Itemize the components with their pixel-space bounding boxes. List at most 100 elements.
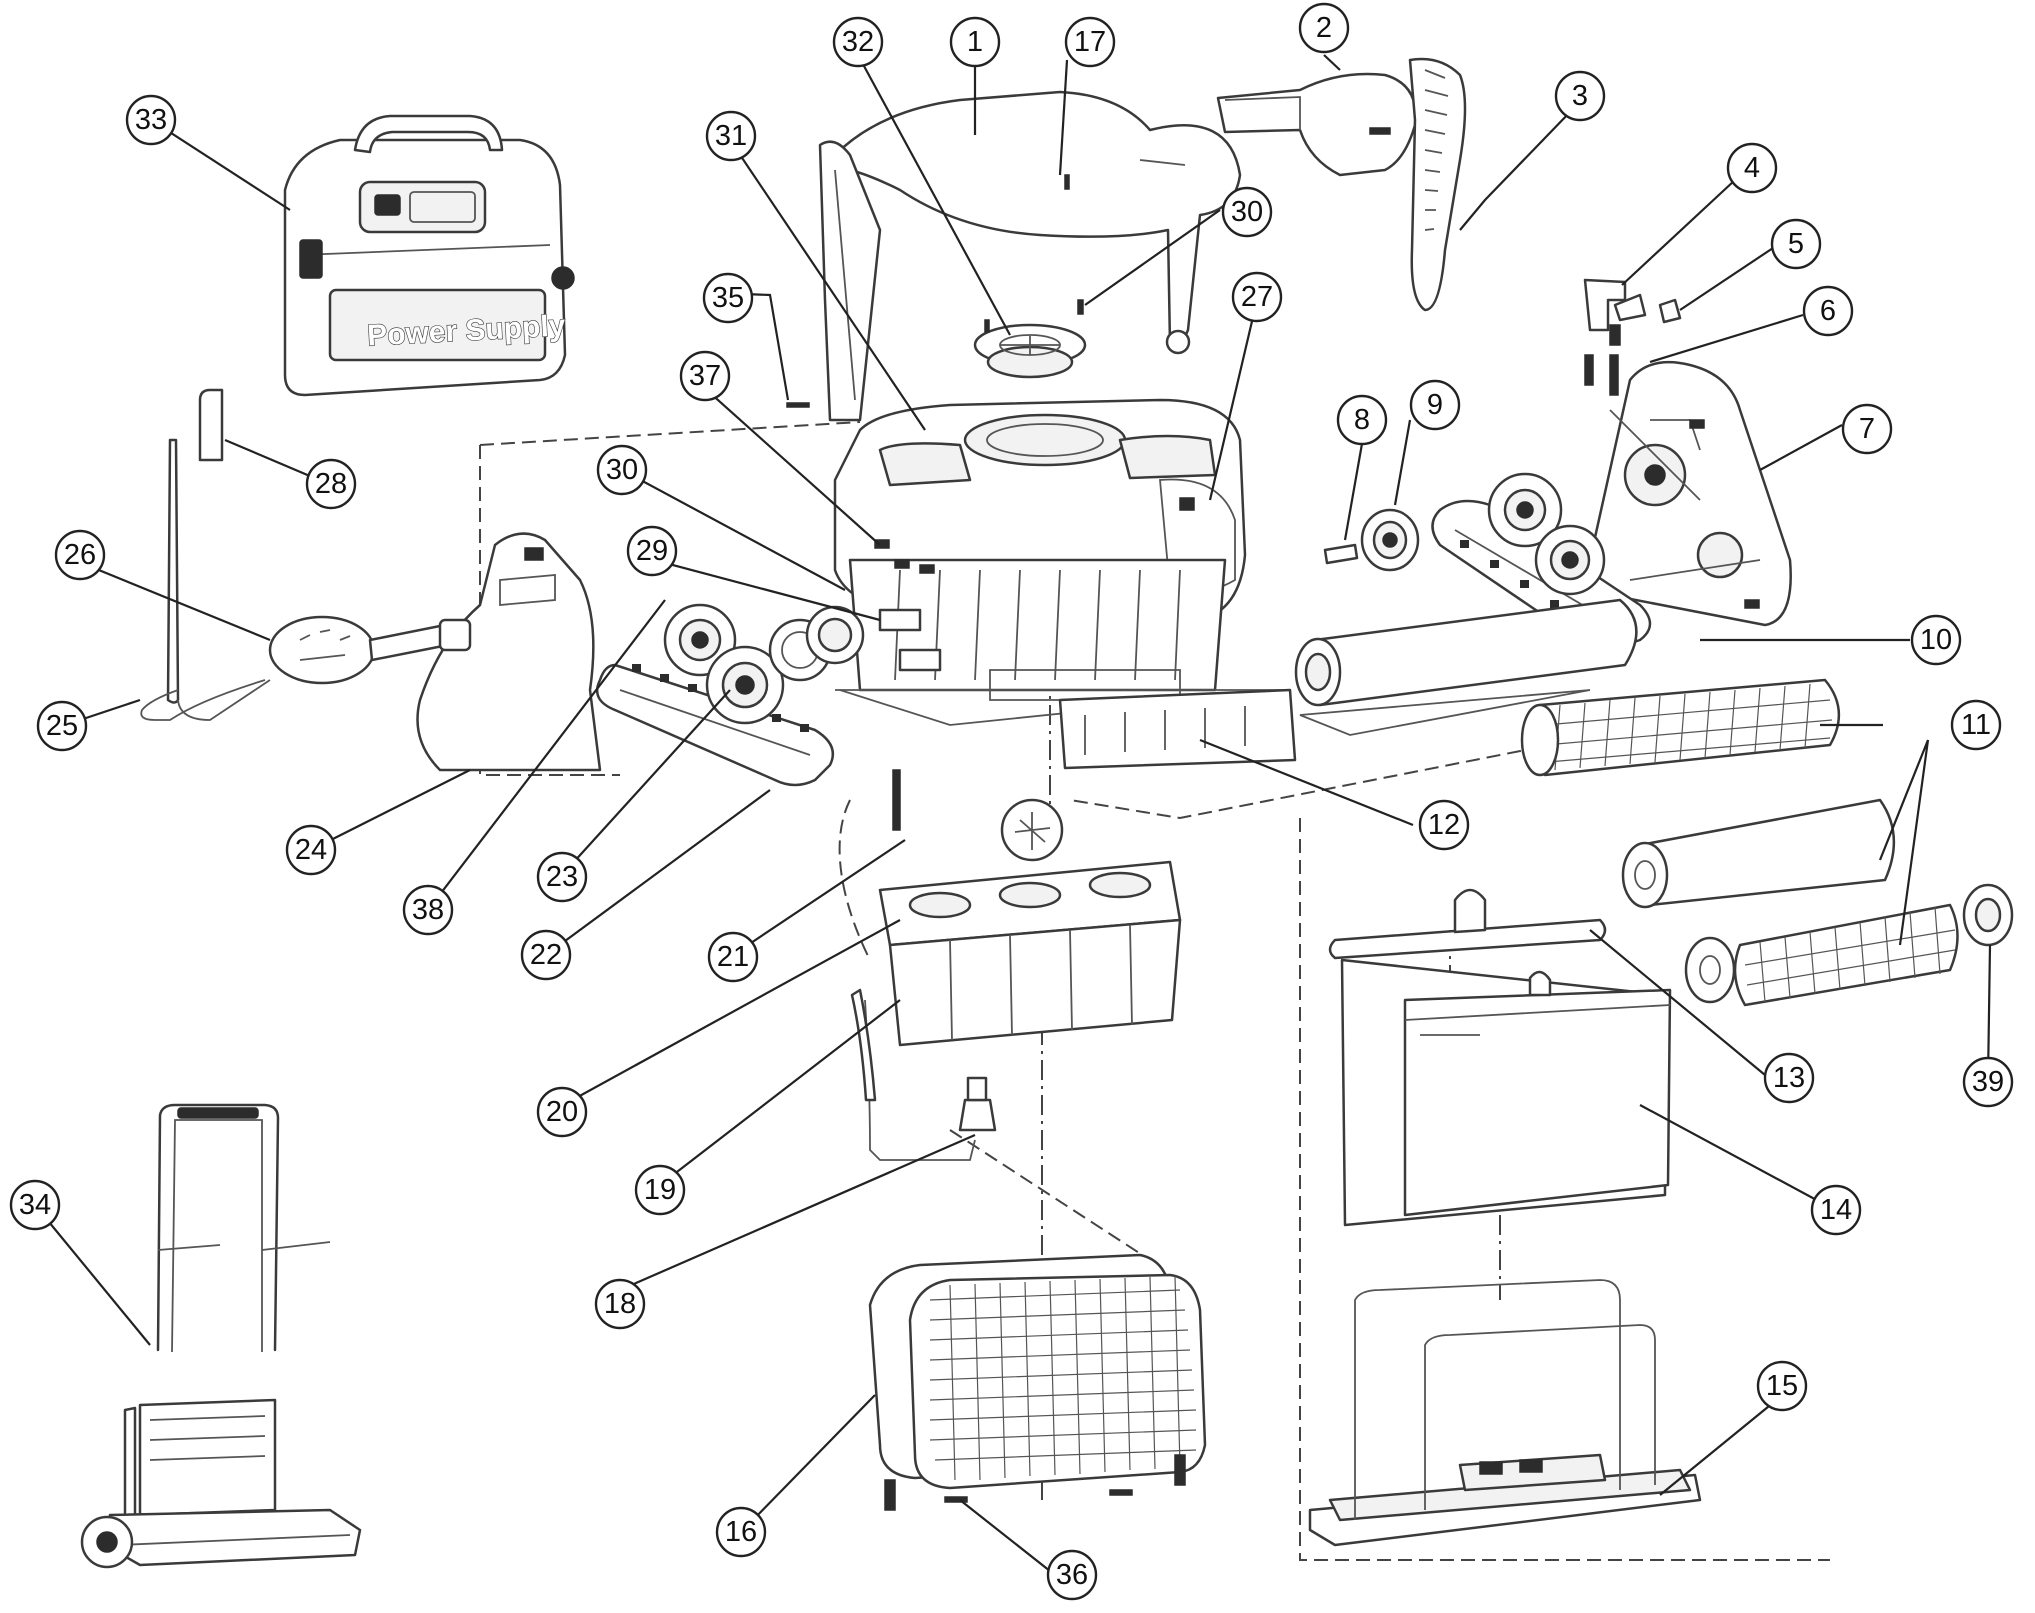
callout-25: 25 — [36, 700, 88, 752]
callout-36: 36 — [1046, 1549, 1098, 1601]
callout-17: 17 — [1064, 16, 1116, 68]
svg-text:34: 34 — [19, 1189, 51, 1221]
svg-text:20: 20 — [546, 1096, 578, 1128]
svg-text:17: 17 — [1074, 26, 1106, 58]
svg-text:38: 38 — [412, 894, 444, 926]
svg-text:1: 1 — [967, 26, 983, 58]
latch-clip-assembly — [1583, 278, 1682, 396]
svg-text:29: 29 — [636, 535, 668, 567]
callout-30a: 30 — [596, 444, 648, 496]
callout-11: 11 — [1950, 699, 2002, 751]
svg-text:27: 27 — [1241, 281, 1273, 313]
callout-18: 18 — [594, 1278, 646, 1330]
callout-38: 38 — [402, 884, 454, 936]
callout-13: 13 — [1763, 1052, 1815, 1104]
callout-31: 31 — [705, 110, 757, 162]
power-supply-label: Power Supply — [366, 309, 566, 352]
callout-39: 39 — [1962, 1056, 2014, 1108]
callout-10: 10 — [1910, 614, 1962, 666]
svg-text:12: 12 — [1428, 809, 1460, 841]
callout-37: 37 — [679, 350, 731, 402]
screw-30-upper — [1077, 299, 1084, 315]
callout-2: 2 — [1298, 2, 1350, 54]
end-ring — [1962, 883, 2014, 947]
callout-30b: 30 — [1221, 186, 1273, 238]
callout-9: 9 — [1409, 379, 1461, 431]
svg-text:16: 16 — [725, 1516, 757, 1548]
filter-frame — [1308, 1279, 1702, 1547]
callout-20: 20 — [536, 1086, 588, 1138]
svg-text:11: 11 — [1961, 709, 1991, 741]
svg-text:32: 32 — [842, 26, 874, 58]
handle-grip — [1408, 57, 1467, 312]
svg-text:23: 23 — [546, 861, 578, 893]
callout-19: 19 — [634, 1164, 686, 1216]
handle-assembly — [818, 90, 1242, 422]
callout-33: 33 — [125, 94, 177, 146]
callout-27: 27 — [1231, 271, 1283, 323]
svg-text:3: 3 — [1572, 80, 1588, 112]
svg-text:31: 31 — [715, 120, 747, 152]
cable-swivel-assembly — [140, 388, 472, 721]
motor-unit — [1000, 798, 1064, 862]
svg-text:8: 8 — [1354, 404, 1370, 436]
callout-8: 8 — [1336, 394, 1388, 446]
svg-text:28: 28 — [315, 468, 347, 500]
callout-1: 1 — [949, 16, 1001, 68]
callout-22: 22 — [520, 929, 572, 981]
svg-text:37: 37 — [689, 360, 721, 392]
callout-14: 14 — [1810, 1184, 1862, 1236]
svg-text:4: 4 — [1744, 152, 1760, 184]
svg-text:30: 30 — [1231, 196, 1263, 228]
callout-34: 34 — [9, 1179, 61, 1231]
svg-text:35: 35 — [712, 282, 744, 314]
callout-7: 7 — [1841, 403, 1893, 455]
badge-screw-27 — [1179, 497, 1195, 511]
callout-6: 6 — [1802, 285, 1854, 337]
svg-text:33: 33 — [135, 104, 167, 136]
side-panel-right — [1587, 360, 1792, 627]
svg-text:9: 9 — [1427, 389, 1443, 421]
cable-rod-21 — [892, 769, 901, 831]
callout-23: 23 — [536, 851, 588, 903]
internal-cable-18 — [850, 988, 997, 1161]
filter-housing — [878, 860, 1182, 1047]
svg-text:18: 18 — [604, 1288, 636, 1320]
callout-3: 3 — [1554, 70, 1606, 122]
callout-35: 35 — [702, 272, 754, 324]
screw-35 — [786, 402, 810, 408]
svg-text:25: 25 — [46, 710, 78, 742]
svg-text:19: 19 — [644, 1174, 676, 1206]
callout-29: 29 — [626, 525, 678, 577]
main-body-cover — [833, 398, 1291, 726]
svg-text:21: 21 — [717, 941, 749, 973]
brush-rollers — [1520, 678, 1959, 1007]
leader-lines — [34, 54, 1992, 1576]
svg-text:10: 10 — [1920, 624, 1952, 656]
impeller-cover — [973, 319, 1087, 379]
callout-16: 16 — [715, 1506, 767, 1558]
svg-text:5: 5 — [1788, 228, 1804, 260]
power-supply-unit: Power Supply — [283, 114, 575, 397]
roller-drum — [1294, 598, 1638, 736]
side-panel-left — [416, 532, 602, 772]
callout-15: 15 — [1756, 1360, 1808, 1412]
callout-21: 21 — [707, 931, 759, 983]
svg-text:14: 14 — [1820, 1194, 1852, 1226]
svg-text:2: 2 — [1316, 12, 1332, 44]
svg-text:22: 22 — [530, 939, 562, 971]
callout-5: 5 — [1770, 218, 1822, 270]
callout-32: 32 — [832, 16, 884, 68]
callout-12: 12 — [1418, 799, 1470, 851]
svg-text:6: 6 — [1820, 295, 1836, 327]
svg-text:36: 36 — [1056, 1559, 1088, 1591]
left-drive-tracks — [595, 603, 942, 787]
callout-24: 24 — [285, 824, 337, 876]
callouts: 1 2 3 4 5 6 7 8 9 10 11 12 13 14 15 16 1… — [9, 2, 2014, 1601]
svg-text:13: 13 — [1773, 1062, 1805, 1094]
svg-text:30: 30 — [606, 454, 638, 486]
svg-text:39: 39 — [1972, 1066, 2004, 1098]
callout-4: 4 — [1726, 142, 1778, 194]
svg-text:24: 24 — [295, 834, 327, 866]
